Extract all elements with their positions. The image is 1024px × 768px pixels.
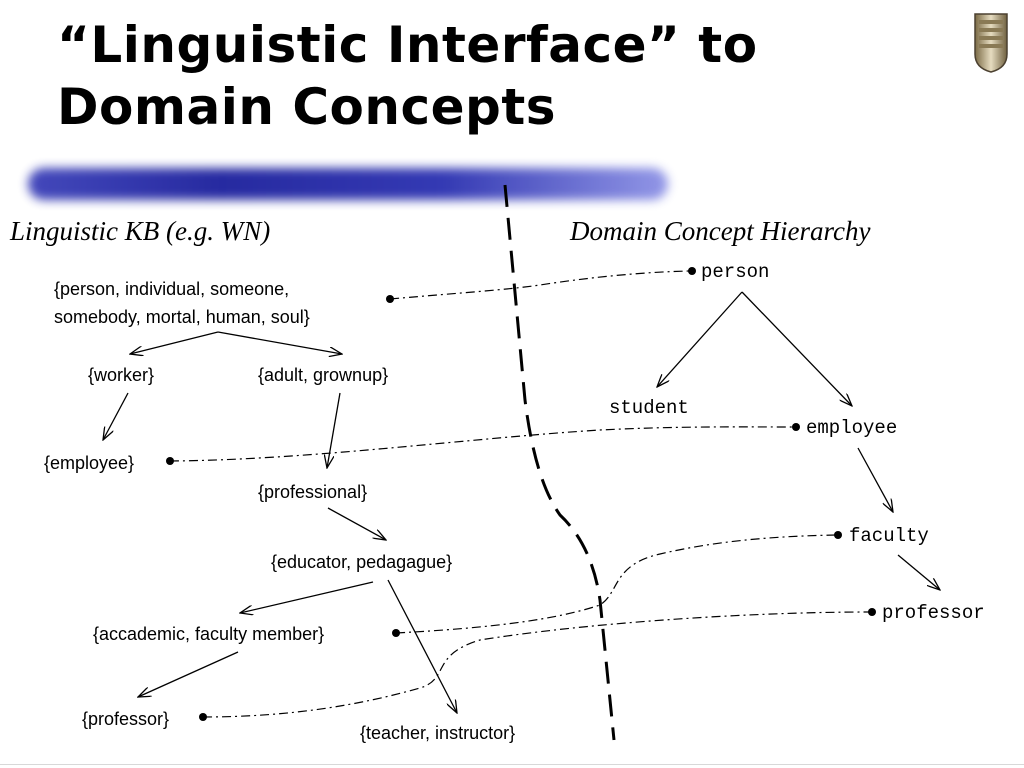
synset-professor: {professor} bbox=[82, 709, 170, 729]
synset-professional: {professional} bbox=[258, 482, 368, 502]
dot-ling-employee bbox=[166, 457, 174, 465]
link-professor bbox=[202, 611, 872, 718]
concept-professor: professor bbox=[882, 602, 985, 624]
arrow-educator-academic bbox=[240, 581, 374, 613]
synset-adult: {adult, grownup} bbox=[258, 365, 389, 385]
concept-faculty: faculty bbox=[849, 525, 929, 547]
synset-person-line1: {person, individual, someone, bbox=[54, 279, 290, 299]
synset-employee: {employee} bbox=[44, 453, 135, 473]
arrow-dperson-employee bbox=[741, 291, 852, 406]
arrow-person-adult bbox=[217, 331, 342, 354]
synset-worker: {worker} bbox=[88, 365, 155, 385]
dot-ling-professor bbox=[199, 713, 207, 721]
synset-academic: {accademic, faculty member} bbox=[93, 624, 325, 644]
arrow-person-worker bbox=[130, 331, 219, 354]
concept-employee: employee bbox=[806, 417, 898, 439]
arrow-dfaculty-professor bbox=[897, 554, 940, 590]
linguistic-kb-header: Linguistic KB (e.g. WN) bbox=[10, 216, 271, 246]
linguistic-hypernym-arrows bbox=[103, 331, 457, 713]
arrow-professional-educator bbox=[327, 507, 386, 540]
synset-teacher: {teacher, instructor} bbox=[360, 723, 516, 743]
synset-educator: {educator, pedagague} bbox=[271, 552, 453, 572]
arrow-adult-professional bbox=[327, 392, 341, 468]
link-endpoints bbox=[166, 267, 876, 721]
dot-ling-person bbox=[386, 295, 394, 303]
link-employee bbox=[169, 426, 796, 462]
dot-dom-person bbox=[688, 267, 696, 275]
slide-title: “Linguistic Interface” to Domain Concept… bbox=[57, 14, 758, 138]
arrow-academic-professor bbox=[138, 651, 239, 697]
concept-student: student bbox=[609, 397, 689, 419]
concept-person: person bbox=[701, 261, 770, 283]
arrow-dperson-student bbox=[657, 291, 743, 387]
mapping-links bbox=[169, 270, 872, 718]
dot-dom-professor bbox=[868, 608, 876, 616]
arrow-demployee-faculty bbox=[857, 447, 893, 512]
title-line-1: “Linguistic Interface” to bbox=[57, 16, 758, 74]
domain-hierarchy-arrows bbox=[657, 291, 940, 590]
dot-ling-academic bbox=[392, 629, 400, 637]
arrow-educator-teacher bbox=[387, 579, 457, 713]
decorative-blue-bar bbox=[28, 168, 668, 200]
slide-bottom-rule bbox=[0, 764, 1024, 765]
synset-person-line2: somebody, mortal, human, soul} bbox=[54, 307, 310, 327]
domain-hierarchy-header: Domain Concept Hierarchy bbox=[570, 216, 871, 246]
link-faculty bbox=[395, 534, 838, 634]
dot-dom-faculty bbox=[834, 531, 842, 539]
title-line-2: Domain Concepts bbox=[57, 78, 556, 136]
interface-divider bbox=[503, 184, 616, 741]
dot-dom-employee bbox=[792, 423, 800, 431]
institution-crest-icon bbox=[974, 13, 1008, 73]
arrow-worker-employee bbox=[103, 392, 129, 440]
link-person bbox=[389, 270, 691, 300]
